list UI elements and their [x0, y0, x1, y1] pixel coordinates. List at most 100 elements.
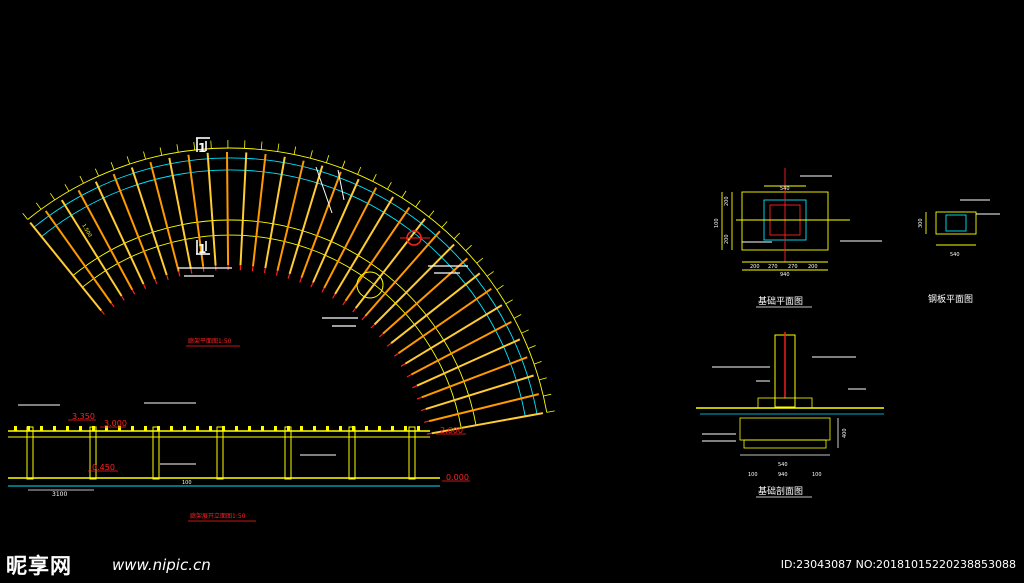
steel-plate-annotations	[960, 199, 1000, 215]
plan-rafter	[373, 243, 455, 326]
base-section-dim-100a: 100	[748, 472, 758, 478]
elevation-column	[26, 426, 34, 480]
base-section-dim-100b: 100	[812, 472, 822, 478]
plan-rafter	[239, 152, 248, 266]
plan-dim-tick	[79, 175, 84, 184]
base-section-annotations	[702, 356, 866, 442]
watermark-logo: 昵享网	[6, 554, 72, 578]
base-section-dim-400: 400	[842, 428, 848, 438]
plan-rafter	[168, 157, 192, 269]
plan-dim-tick	[505, 299, 513, 305]
plan-dim-tick	[533, 361, 542, 365]
plan-rafter-end	[352, 307, 357, 313]
plan-rafter	[149, 161, 180, 272]
steel-plate-detail	[925, 211, 977, 246]
steel-plate-dim-540: 540	[950, 252, 960, 258]
plan-rafter	[288, 165, 324, 275]
plan-rafter	[206, 152, 217, 266]
plan-dim-tick	[176, 144, 179, 153]
plan-dim-tick	[126, 156, 130, 165]
plan-rafter	[334, 196, 394, 295]
plan-rafter-end	[400, 363, 406, 367]
plan-rafter-end	[370, 324, 375, 329]
plan-dim-tick	[260, 141, 263, 150]
elevation-rafter-end	[352, 426, 355, 431]
base-plan-dim-540: 540	[780, 186, 790, 192]
level-3000: 3.000	[104, 419, 127, 428]
plan-dim-tick	[528, 345, 536, 349]
plan-rafter	[276, 160, 305, 271]
plan-dim-tick	[310, 150, 313, 159]
column-detail-circle	[356, 271, 384, 299]
elevation-rafter-end	[326, 426, 329, 431]
base-plan-dim-left-200a: 200	[724, 196, 730, 206]
plan-rafter-end	[131, 289, 136, 295]
plan-dim-tick	[543, 393, 552, 397]
plan-dim-tick	[546, 410, 555, 413]
section-mark-label-top: 1	[198, 141, 206, 155]
elevation-rafter-end	[118, 426, 121, 431]
base-plan-dim-940: 940	[780, 272, 790, 278]
plan-rafter	[300, 171, 342, 279]
plan-rafter	[404, 304, 503, 365]
plan-rafter	[252, 153, 267, 267]
plan-dim-tick	[401, 190, 407, 198]
elevation-column	[284, 426, 292, 480]
plan-arc-ring	[41, 169, 526, 417]
level-0450: 0.450	[92, 463, 115, 472]
plan-dim-tick	[22, 212, 29, 220]
plan-rafter	[323, 187, 378, 289]
plan-dim-tick	[496, 284, 504, 291]
watermark-url: www.nipic.cn	[112, 556, 211, 574]
base-plan-title: 基础平面图	[758, 295, 803, 307]
plan-dim-tick	[465, 244, 472, 251]
plan-rafter	[416, 338, 521, 387]
plan-rafter	[354, 218, 426, 309]
plan-dimension-ticks	[22, 140, 555, 413]
elevation-rafter-end	[404, 426, 407, 431]
plan-rafter-end	[416, 396, 422, 400]
elevation-column	[216, 426, 224, 480]
plan-rafter-end	[299, 277, 302, 283]
elevation-rafter-end	[53, 426, 56, 431]
plan-dim-tick	[387, 182, 392, 190]
elevation-annotations	[18, 402, 336, 465]
plan-rafter-end	[110, 302, 115, 308]
plan-rafter	[410, 321, 512, 376]
base-section-title: 基础剖面图	[758, 485, 803, 497]
plan-dim-tick	[476, 257, 484, 264]
plan-rafter	[60, 199, 123, 297]
plan-dim-tick	[143, 151, 146, 160]
plan-dim-tick	[210, 140, 212, 149]
plan-rafter-end	[142, 283, 147, 289]
plan-rafter-end	[386, 342, 392, 347]
plan-rafter	[428, 393, 540, 423]
plan-rafter	[344, 206, 411, 302]
plan-rafter	[431, 412, 544, 435]
plan-arc-rings	[27, 147, 548, 428]
elevation-rafter-end	[235, 426, 238, 431]
base-plan-dim-left-100: 100	[714, 218, 720, 228]
elevation-rafter-ends	[14, 426, 420, 431]
plan-dim-tick	[64, 184, 70, 192]
elevation-rafter-end	[170, 426, 173, 431]
elevation-column	[408, 426, 416, 480]
plan-dim-tick	[94, 168, 99, 177]
level-3350: 3.350	[72, 412, 95, 421]
elevation-columns	[26, 426, 416, 480]
steel-plate-dim-300: 300	[918, 218, 924, 228]
elevation-rafter-end	[183, 426, 186, 431]
plan-rafter-end	[426, 432, 432, 435]
plan-dim-tick	[428, 210, 435, 218]
plan-dim-tick	[293, 146, 297, 155]
plan-radial-label: 1.500	[80, 223, 92, 238]
plan-rafter-end	[251, 266, 254, 272]
elevation-rafter-end	[261, 426, 264, 431]
elevation-rafter-end	[378, 426, 381, 431]
level-0000: 0.000	[446, 473, 469, 482]
plan-dim-tick	[441, 221, 448, 228]
plan-rafter	[312, 178, 360, 283]
elevation-rafter-end	[40, 426, 43, 431]
plan-dim-tick	[372, 174, 377, 182]
